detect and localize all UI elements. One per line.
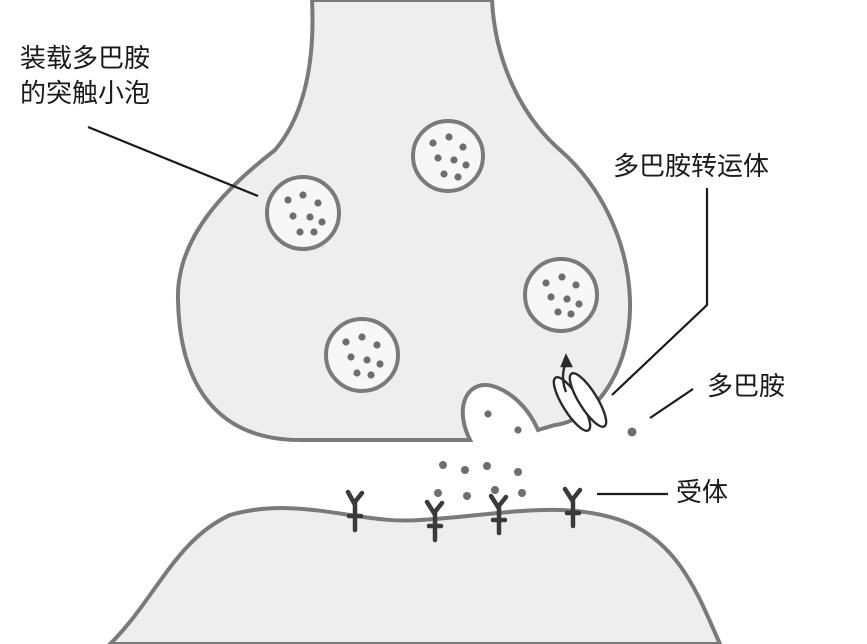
dopamine-transporter (552, 353, 608, 432)
vesicle (523, 257, 599, 333)
receptor (488, 493, 509, 536)
dopamine-molecules (434, 427, 637, 500)
vesicle (411, 119, 485, 193)
receptor (345, 489, 365, 533)
postsynaptic-membrane (107, 506, 723, 644)
vesicle-label-line2: 的突触小泡 (20, 79, 151, 110)
transporter-label: 多巴胺转运体 (613, 152, 770, 182)
vesicle-label-line1: 装载多巴胺 (20, 44, 151, 74)
fusing-vesicle (484, 410, 522, 434)
receptor (424, 499, 445, 543)
receptor (562, 486, 583, 529)
dopamine-leader-line (649, 388, 694, 419)
vesicle (324, 317, 400, 393)
receptor-label: 受体 (676, 478, 729, 508)
vesicle-label: 装载多巴胺 的突触小泡 (20, 42, 150, 112)
vesicle (265, 175, 341, 251)
vesicle-leader-line (87, 125, 259, 198)
dopamine-label: 多巴胺 (707, 372, 786, 402)
transporter-leader-line (611, 188, 709, 396)
